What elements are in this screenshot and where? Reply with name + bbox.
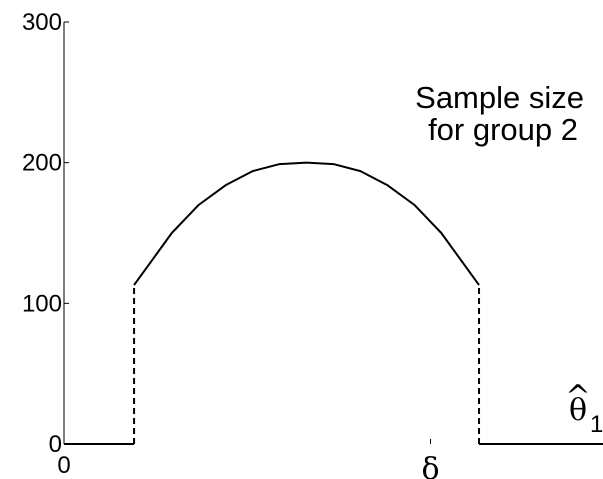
annotation-line-2: for group 2 [428, 112, 578, 147]
y-tick-label-200: 200 [22, 150, 62, 177]
plot-lines [64, 161, 603, 445]
x-tick-label-1: δ [421, 452, 439, 479]
tick-labels: 0 100 200 300 0 δ [22, 9, 440, 479]
x-axis-symbol-subscript: 1 [590, 411, 603, 438]
y-tick-label-0: 0 [49, 431, 62, 458]
x-axis-symbol-base: θ [569, 393, 587, 428]
axes [63, 21, 432, 445]
y-tick-label-100: 100 [22, 290, 62, 317]
x-axis-symbol-hat: ^ [565, 379, 590, 414]
series-line-2-solid [133, 161, 480, 286]
y-tick-label-300: 300 [22, 9, 62, 36]
annotation-line-1: Sample size [415, 80, 584, 115]
x-tick-label-0: 0 [57, 452, 70, 479]
